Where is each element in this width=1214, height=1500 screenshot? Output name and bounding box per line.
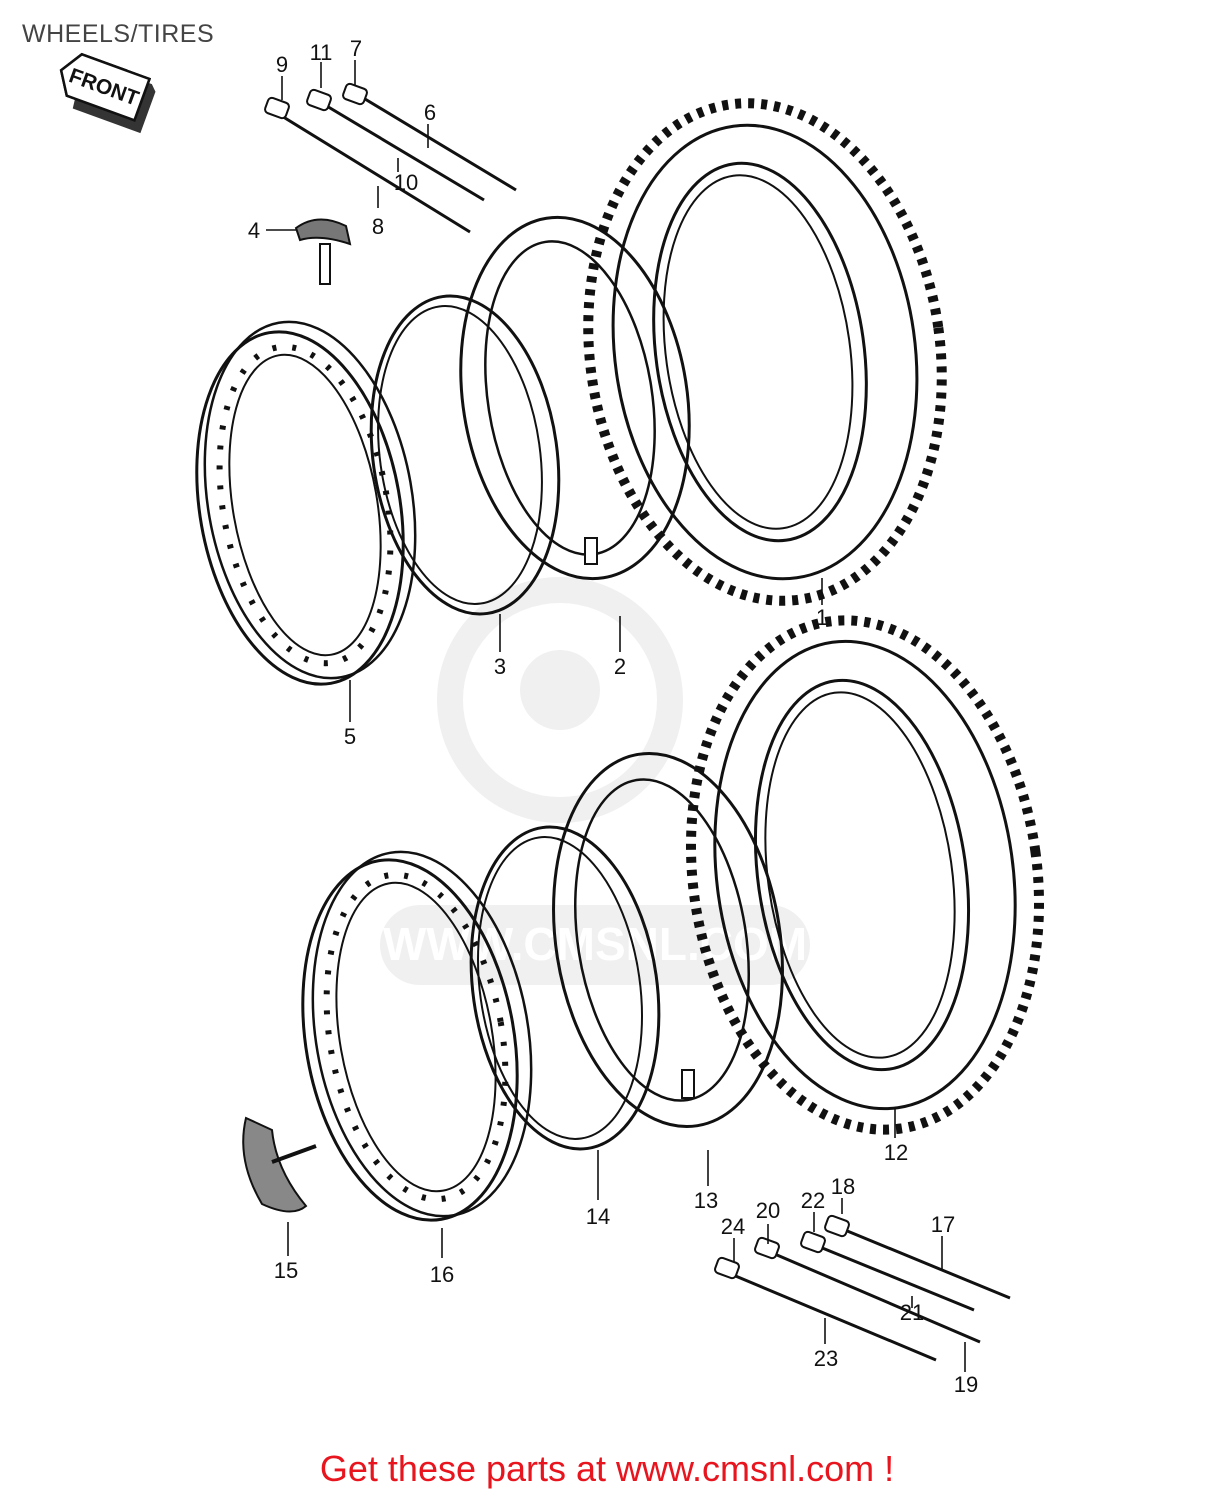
callout-21: 21: [900, 1300, 924, 1325]
callout-2: 2: [614, 654, 626, 679]
callout-5: 5: [344, 724, 356, 749]
callout-3: 3: [494, 654, 506, 679]
callout-4: 4: [248, 218, 260, 243]
callout-6: 6: [424, 100, 436, 125]
watermark-text: WWW.CMSNL.COM: [383, 918, 807, 970]
front-rim-band: [369, 294, 561, 616]
spoke-set-lower: [714, 1214, 1011, 1362]
leader-lines: [266, 60, 966, 1372]
callout-16: 16: [430, 1262, 454, 1287]
callout-9: 9: [276, 52, 288, 77]
spoke-nipple-icon: [714, 1256, 740, 1280]
callout-17: 17: [931, 1212, 955, 1237]
rear-tire: [685, 615, 1045, 1135]
spoke-nipple-icon: [342, 82, 368, 106]
rear-inner-tube: [552, 751, 784, 1129]
callout-13: 13: [694, 1188, 718, 1213]
spoke-nipple-icon: [754, 1236, 780, 1260]
front-rim: [195, 320, 417, 686]
callout-15: 15: [274, 1258, 298, 1283]
callout-20: 20: [756, 1198, 780, 1223]
rear-rim: [301, 850, 533, 1222]
callout-22: 22: [801, 1188, 825, 1213]
spoke-nipple-icon: [800, 1230, 826, 1254]
page-title: WHEELS/TIRES: [22, 20, 215, 48]
front-tire: [583, 98, 947, 606]
callout-7: 7: [350, 36, 362, 61]
valve-stem-icon: [681, 1069, 695, 1099]
callout-18: 18: [831, 1174, 855, 1199]
callout-14: 14: [586, 1204, 610, 1229]
rim-lock-icon: [294, 218, 352, 285]
cmsnl-footer-link[interactable]: Get these parts at www.cmsnl.com !: [319, 1448, 895, 1489]
callouts: 1 2 3 4 5 6 7 8 9 10 11 12 13 14 15 16 1…: [248, 36, 978, 1397]
callout-8: 8: [372, 214, 384, 239]
callout-12: 12: [884, 1140, 908, 1165]
front-arrow-icon: FRONT: [59, 52, 156, 134]
callout-24: 24: [721, 1214, 745, 1239]
rim-lock-icon: [242, 1116, 317, 1213]
front-inner-tube: [459, 215, 691, 581]
valve-stem-icon: [584, 537, 598, 565]
spoke-nipple-icon: [306, 88, 332, 112]
callout-10: 10: [394, 170, 418, 195]
callout-11: 11: [310, 40, 333, 65]
rear-rim-band: [469, 825, 661, 1151]
watermark: WWW.CMSNL.COM: [380, 577, 810, 985]
spoke-nipple-icon: [824, 1214, 850, 1238]
callout-19: 19: [954, 1372, 978, 1397]
spoke-nipple-icon: [264, 96, 290, 120]
spoke-set-upper: [264, 82, 517, 234]
callout-23: 23: [814, 1346, 838, 1371]
callout-1: 1: [816, 605, 828, 630]
